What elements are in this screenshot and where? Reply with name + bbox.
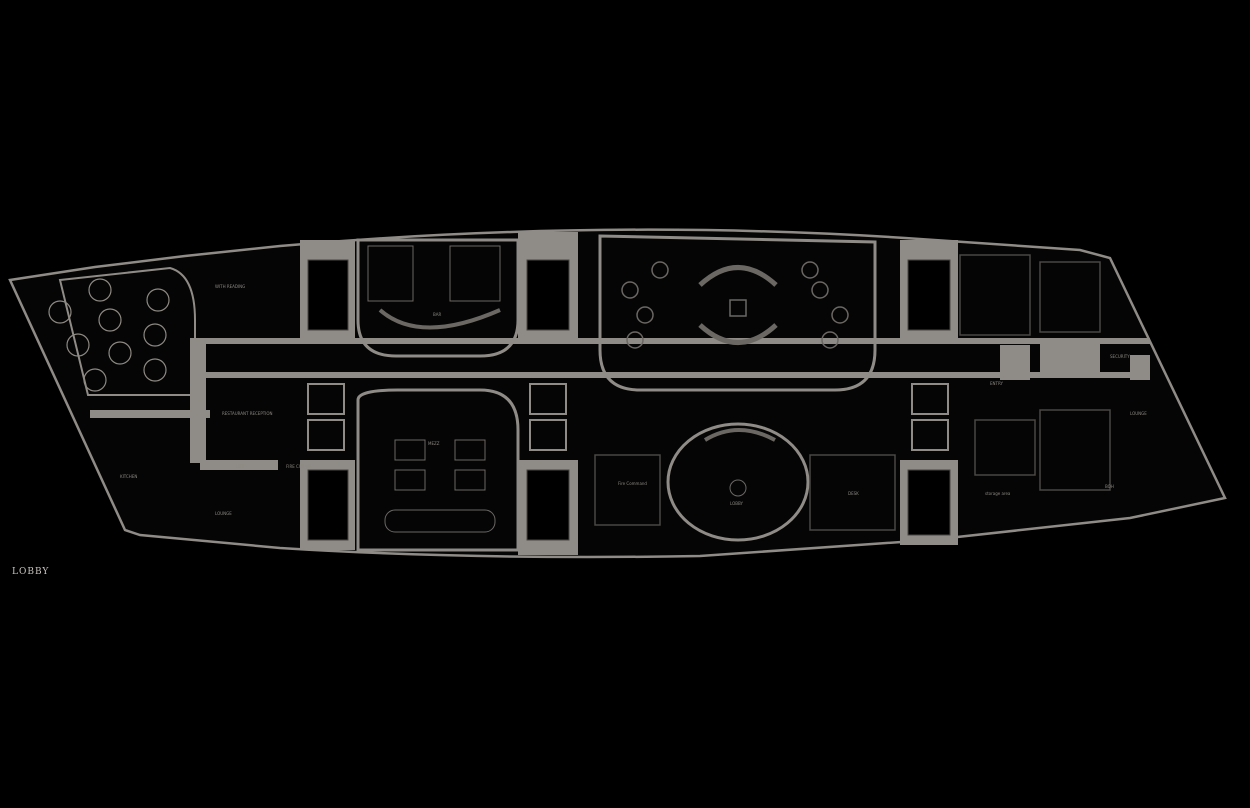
label-kitchen: KITCHEN xyxy=(120,474,137,479)
label-security: SECURITY xyxy=(1110,354,1130,359)
label-entry: ENTRY xyxy=(990,381,1003,386)
lounge-seating xyxy=(621,261,849,349)
right-walls xyxy=(1000,338,1150,380)
lounge-room xyxy=(598,234,877,392)
label-lift: LIFT xyxy=(236,464,245,469)
bar-room xyxy=(356,238,520,358)
label-bar: BAR xyxy=(433,312,441,317)
right-service-rooms xyxy=(594,254,1111,531)
room-labels: WITH READING BAR RESTAURANT RECEPTION LI… xyxy=(120,284,1147,516)
label-lounge-right: LOUNGE xyxy=(1130,411,1147,416)
label-with-reading: WITH READING xyxy=(215,284,245,289)
label-fire-command: Fire Command xyxy=(618,481,647,486)
restaurant-lounge xyxy=(58,266,196,396)
dining-furniture xyxy=(384,439,496,533)
label-lounge: LOUNGE xyxy=(215,511,232,516)
label-lobby: LOBBY xyxy=(730,501,744,506)
label-boh: BOH xyxy=(1105,484,1114,489)
label-mezz: MEZZ xyxy=(428,441,440,446)
dining-room xyxy=(356,388,520,552)
bar-seating xyxy=(367,245,501,330)
label-fire-cut-up: FIRE CUT UP xyxy=(286,464,311,469)
lobby-desk xyxy=(703,428,776,442)
lift-shafts xyxy=(307,383,949,451)
label-desk: DESK xyxy=(848,491,859,496)
round-tables xyxy=(48,278,170,392)
lobby-oval xyxy=(666,422,810,542)
floor-label: LOBBY xyxy=(12,567,50,577)
label-restaurant-reception: RESTAURANT RECEPTION xyxy=(222,411,273,416)
label-storage-area: storage area xyxy=(985,491,1011,496)
